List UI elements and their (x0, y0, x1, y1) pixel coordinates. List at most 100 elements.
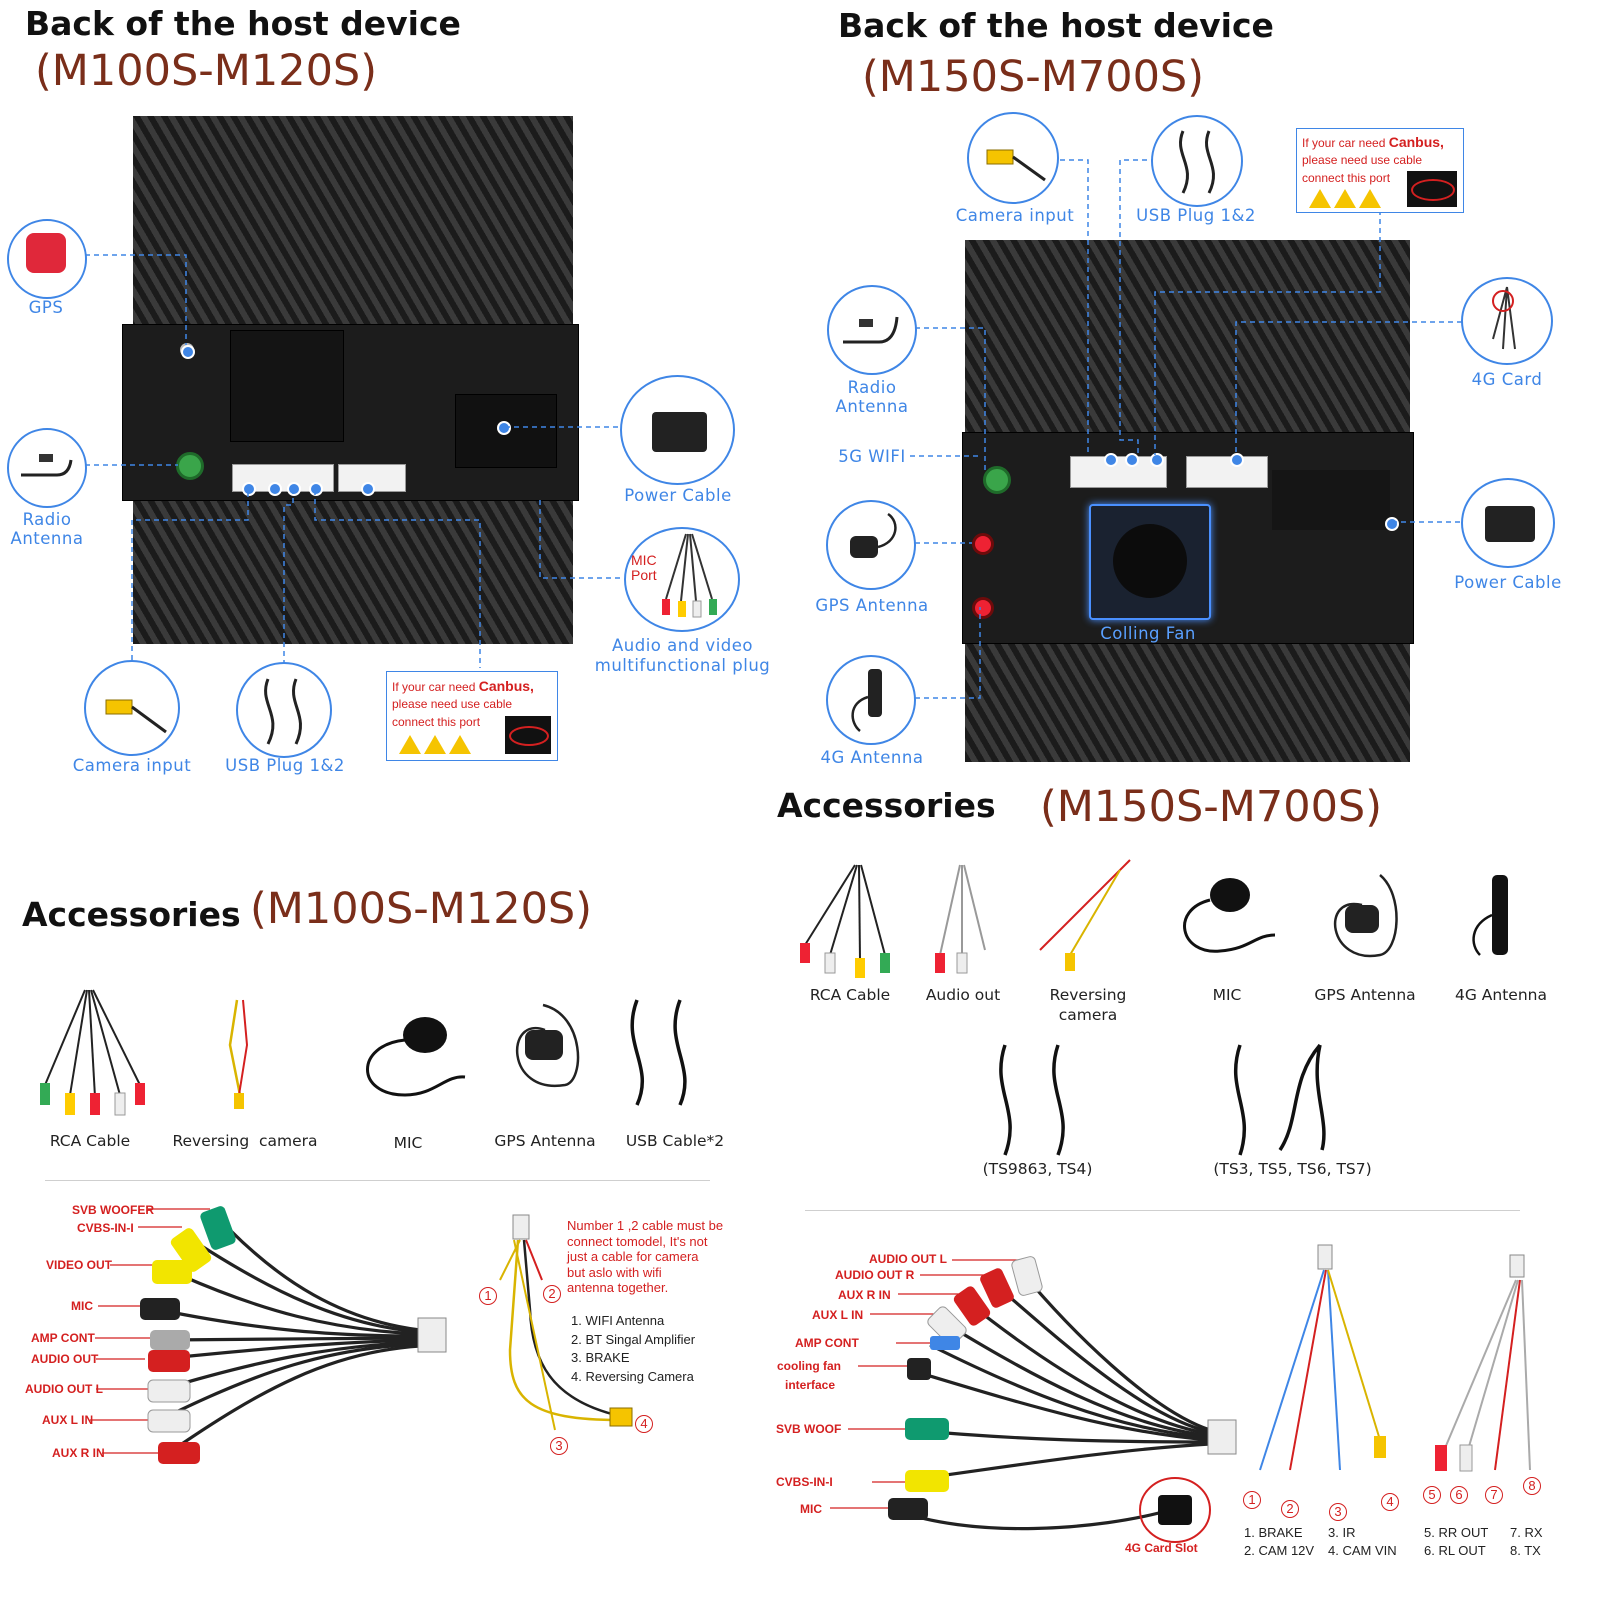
left-power-socket (455, 394, 557, 468)
left-usb-marker-4 (309, 482, 323, 496)
left-usb-thumb (236, 662, 332, 758)
right-rca-label-audio-out-r: AUDIO OUT R (835, 1268, 915, 1282)
usb-cable-icon (264, 678, 302, 745)
cam-cable-num-3: 3 (550, 1437, 568, 1455)
right-canbus-note: If your car need Canbus, please need use… (1296, 128, 1464, 213)
split-legend-7: 7. RX (1510, 1525, 1543, 1540)
left-radio-thumb (7, 428, 87, 508)
right-4g-connector (1186, 456, 1268, 488)
radio-antenna-cable-icon (843, 316, 899, 344)
right-power-socket (1272, 470, 1390, 530)
left-rca-label-audio-out: AUDIO OUT (31, 1352, 99, 1366)
right-4g-card-marker (1230, 453, 1244, 467)
left-gps-marker (181, 345, 195, 359)
cam-note-line: just a cable for camera (567, 1249, 699, 1264)
split-num-3: 3 (1329, 1503, 1347, 1521)
reversing-camera-cable-icon (1039, 859, 1131, 971)
left-rca-harness (90, 1206, 447, 1464)
right-rca-label-interface: interface (785, 1378, 836, 1392)
split-num-8: 8 (1523, 1477, 1541, 1495)
right-back-model: (M150S-M700S) (862, 52, 1205, 102)
right-back-title: Back of the host device (838, 6, 1274, 45)
acc-left-item-gps: GPS Antenna (494, 1132, 596, 1150)
left-radio-jack (176, 452, 204, 480)
left-usb-label: USB Plug 1&2 (225, 756, 345, 775)
split-legend-4: 4. CAM VIN (1328, 1543, 1397, 1558)
acc-right-item-4g: 4G Antenna (1455, 986, 1547, 1004)
cam-note-line: connect tomodel, It's not (567, 1233, 708, 1249)
right-4g-antenna-label: 4G Antenna (820, 748, 924, 767)
right-4g-jack (972, 597, 994, 619)
4g-card-harness-icon (1492, 286, 1516, 350)
gps-antenna-icon (515, 1003, 580, 1088)
4g-antenna-icon (851, 669, 882, 732)
warning-icon (399, 735, 421, 754)
right-rca-label-cvbs: CVBS-IN-I (776, 1475, 833, 1489)
usb-cable-icon (1179, 130, 1215, 194)
acc-right-item-reversing-2: camera (1058, 1006, 1118, 1024)
right-radio-label-2: Antenna (835, 397, 909, 416)
right-rca-label-amp-cont: AMP CONT (795, 1336, 859, 1350)
cam-list-item: 1. WIFI Antenna (571, 1313, 665, 1328)
right-rca-label-svb-woof: SVB WOOF (776, 1422, 842, 1436)
cam-note-line: antenna together. (567, 1280, 669, 1295)
split-num-2: 2 (1281, 1500, 1299, 1518)
right-rca-label-aux-l: AUX L IN (812, 1308, 864, 1322)
left-camera-thumb (84, 660, 180, 756)
left-rca-label-amp-cont: AMP CONT (31, 1331, 95, 1345)
right-usb-label: USB Plug 1&2 (1136, 206, 1256, 225)
left-fan-grille (230, 330, 344, 442)
mic-icon (1183, 878, 1276, 953)
cam-cable-note: Number 1 ,2 cable must be connect tomode… (567, 1218, 723, 1296)
left-usb-marker-2 (268, 482, 282, 496)
acc-left-divider (45, 1180, 710, 1181)
left-radio-label-1: Radio (22, 510, 72, 529)
left-callout-lines (85, 254, 620, 668)
right-callout-lines (910, 159, 1462, 699)
left-back-title: Back of the host device (25, 4, 461, 43)
acc-right-item-reversing-1: Reversing (1049, 986, 1127, 1004)
acc-right-divider (805, 1210, 1520, 1211)
right-radio-label-1: Radio (847, 378, 897, 397)
cam-note-line: Number 1 ,2 cable must be (567, 1218, 724, 1233)
right-canbus-port-thumb (1407, 171, 1457, 207)
left-av-marker (361, 482, 375, 496)
right-rca-harness (830, 1256, 1237, 1543)
left-canbus-line3: connect this port (392, 715, 481, 729)
left-radio-label-2: Antenna (10, 529, 84, 548)
left-canbus-line2: please need use cable (392, 697, 513, 711)
cam-list-item: 3. BRAKE (571, 1350, 630, 1365)
left-mic-label-1: MIC (631, 552, 657, 568)
left-canbus-port-thumb (505, 716, 551, 754)
rca-cable-icon (800, 864, 890, 978)
cam-cable-num-2: 2 (543, 1285, 561, 1303)
cam-cable-num-4: 4 (635, 1415, 653, 1433)
power-plug-icon (1485, 506, 1535, 542)
usb-cable-split-icon (1234, 1043, 1326, 1156)
acc-right-usb-label-1: (TS9863, TS4) (982, 1160, 1093, 1178)
left-rca-label-cvbs: CVBS-IN-I (77, 1221, 134, 1235)
left-rca-label-audio-out-l: AUDIO OUT L (25, 1382, 103, 1396)
cam-cable-list: 1. WIFI Antenna 2. BT Singal Amplifier 3… (571, 1312, 695, 1386)
right-gps-label: GPS Antenna (815, 596, 929, 615)
highlight-ring-icon (1411, 179, 1455, 201)
acc-right-title: Accessories (777, 786, 996, 825)
power-plug-icon (652, 412, 707, 452)
left-warning-icons (399, 735, 474, 758)
right-rca-label-cooling-fan: cooling fan (777, 1359, 841, 1373)
reversing-camera-cable-icon (228, 999, 249, 1109)
fan-icon (1113, 524, 1187, 598)
right-usb-thumb (1151, 115, 1243, 207)
warning-icon (1309, 189, 1331, 208)
usb-cable-icon (999, 1044, 1065, 1156)
left-av-label-2: multifunctional plug (594, 656, 771, 675)
warning-icon (424, 735, 446, 754)
mic-icon (366, 1017, 466, 1097)
right-gps-thumb (826, 500, 916, 590)
acc-left-item-camera: Reversing camera (172, 1132, 318, 1150)
split-legend-8: 8. TX (1510, 1543, 1541, 1558)
gps-puck-icon (26, 233, 66, 273)
warning-icon (449, 735, 471, 754)
split-num-4: 4 (1381, 1493, 1399, 1511)
warning-icon (1359, 189, 1381, 208)
